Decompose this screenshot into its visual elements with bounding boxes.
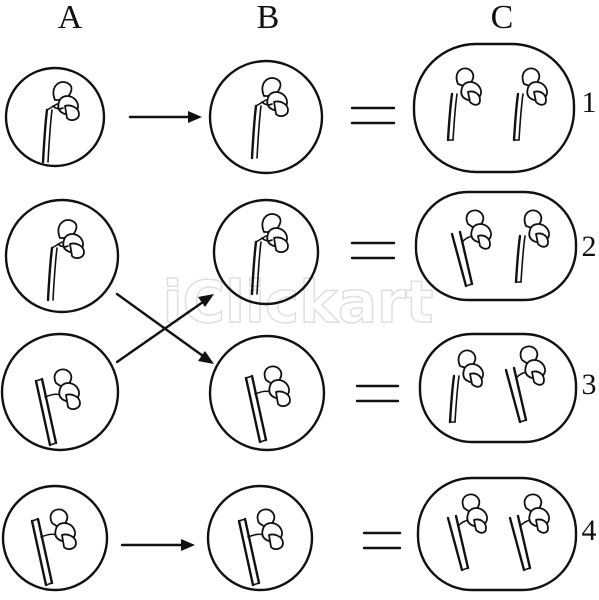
equals-sign-1 <box>350 106 396 125</box>
row-1: 1 <box>4 42 597 175</box>
offspring-c4 <box>416 476 578 592</box>
column-label-a: A <box>58 0 83 36</box>
arrow-a1-to-b1 <box>128 111 202 123</box>
equals-sign-3 <box>355 384 400 403</box>
offspring-c2 <box>414 190 578 302</box>
parent-a3 <box>0 332 120 452</box>
parent-a1 <box>4 66 106 168</box>
row-label-3: 3 <box>582 368 597 401</box>
equals-sign-2 <box>350 241 396 260</box>
parent-b3 <box>208 334 326 452</box>
arrow-a4-to-b4 <box>120 539 195 551</box>
row-label-1: 1 <box>582 86 597 119</box>
row-4: 4 <box>1 476 597 592</box>
offspring-c1 <box>412 42 576 174</box>
arrow-a3-to-b2 <box>115 294 214 364</box>
column-label-c: C <box>491 0 514 36</box>
arrow-a2-to-b3 <box>115 292 214 364</box>
parent-b4 <box>206 484 314 592</box>
parent-a2 <box>4 198 120 314</box>
equals-sign-4 <box>362 531 402 550</box>
row-2: 2 <box>4 190 597 314</box>
row-label-4: 4 <box>582 514 597 547</box>
row-label-2: 2 <box>582 230 597 263</box>
parent-a4 <box>1 484 109 592</box>
parent-b1 <box>208 59 324 175</box>
offspring-c3 <box>418 332 578 444</box>
parent-b2 <box>212 198 320 306</box>
row-3: 3 <box>0 332 597 452</box>
column-label-b: B <box>257 0 280 36</box>
